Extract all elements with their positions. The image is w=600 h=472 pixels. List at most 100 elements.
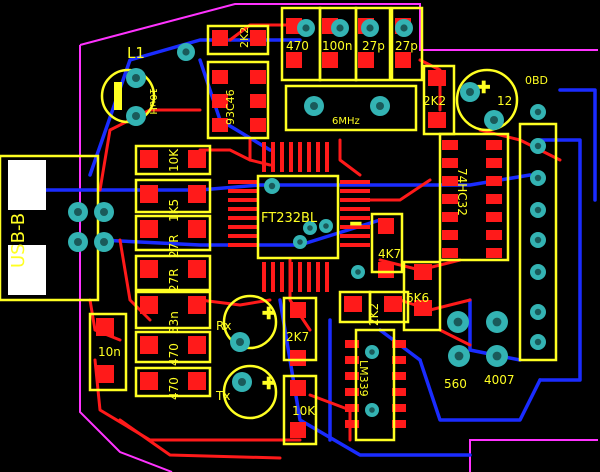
r2k2-mid-b-outline — [368, 290, 410, 324]
r4k7-outline — [370, 212, 404, 274]
via-drill — [310, 102, 318, 110]
smd-pad — [392, 420, 406, 428]
r10k-outline — [134, 144, 212, 176]
ic-pin — [262, 142, 266, 172]
smd-pad — [442, 230, 458, 240]
smd-pad — [395, 52, 411, 68]
usb-slot-bottom — [8, 160, 46, 210]
label-ft232: FT232BL — [261, 211, 318, 226]
smd-pad — [140, 372, 158, 390]
smd-pad — [428, 112, 446, 128]
smd-pad — [486, 158, 502, 168]
ic-pin — [307, 262, 311, 292]
via-drill — [323, 223, 329, 229]
ic-pin — [289, 262, 293, 292]
label-lm339: LM339 — [357, 360, 370, 397]
c27p-a-outline — [354, 6, 392, 82]
smd-pad — [212, 94, 228, 108]
smd-pad — [486, 230, 502, 240]
via-drill — [534, 236, 542, 244]
ic-pin — [340, 234, 370, 238]
smd-pad — [486, 176, 502, 186]
board-outline — [79, 3, 598, 472]
ic-pin — [228, 234, 258, 238]
smd-pad — [290, 350, 306, 366]
usb-slot-top — [8, 245, 46, 295]
label-l1: L1 — [127, 44, 145, 62]
smd-pad — [96, 365, 114, 383]
ft232-outline — [256, 174, 340, 260]
smd-pad — [392, 404, 406, 412]
label-r1k5: 1K5 — [167, 199, 181, 222]
label-crystal: 6MHz — [332, 116, 360, 127]
smd-pad — [428, 70, 446, 86]
label-c470: 470 — [286, 39, 309, 53]
ic-pin — [228, 225, 258, 229]
ic-pin — [298, 262, 302, 292]
smd-pad — [140, 260, 158, 278]
usb-connector-outline — [0, 154, 100, 302]
smd-pad — [140, 185, 158, 203]
smd-pad — [345, 420, 359, 428]
ic-pin — [280, 262, 284, 292]
plus-symbol: + — [262, 303, 275, 322]
smd-pad — [286, 52, 302, 68]
ic-pin — [340, 189, 370, 193]
r2k2-top-outline — [206, 24, 270, 56]
label-c10n: 10n — [98, 345, 121, 359]
ic-pin — [340, 225, 370, 229]
smd-pad — [212, 118, 228, 132]
r470-b-outline — [134, 366, 212, 398]
r27r-a-outline — [134, 214, 212, 252]
via-drill — [100, 238, 108, 246]
ic-pin — [340, 216, 370, 220]
via-drill — [400, 24, 408, 32]
silkscreen-text: L1 10uH 2K2 470 100n 27p 27p 93C46 6MHz … — [8, 27, 548, 418]
smd-pad — [290, 422, 306, 438]
smd-pad — [486, 212, 502, 222]
through-hole-pads — [68, 19, 546, 417]
label-r10k-b: 10K — [292, 404, 316, 418]
via-drill — [369, 407, 375, 413]
smd-pad — [345, 404, 359, 412]
smd-pad — [392, 356, 406, 364]
label-c27p-b: 27p — [395, 39, 418, 53]
smd-pad — [140, 336, 158, 354]
label-93c46: 93C46 — [224, 89, 237, 125]
93c46-outline — [206, 60, 270, 140]
smd-pad — [188, 220, 206, 238]
c10n-outline — [88, 312, 128, 392]
via-drill — [268, 182, 276, 190]
smd-pad — [188, 372, 206, 390]
label-r4k7: 4K7 — [378, 247, 401, 261]
via-drill — [366, 24, 374, 32]
smd-pad — [250, 70, 266, 84]
ft232-pins — [228, 142, 370, 292]
ic-pin — [262, 262, 266, 292]
ic-pin — [298, 142, 302, 172]
via-drill — [307, 225, 313, 231]
reg-12-outline — [455, 68, 519, 132]
label-usb: USB-B — [8, 213, 29, 268]
label-led-rx: Rx — [216, 319, 231, 333]
c27p-b-outline — [390, 6, 424, 82]
via-drill — [132, 112, 140, 120]
label-r6k6: 6K6 — [406, 291, 429, 305]
r6k6-outline — [402, 260, 442, 332]
smd-pad — [345, 340, 359, 348]
ic-pin — [340, 180, 370, 184]
via-drill — [534, 338, 542, 346]
l1-polarity-bar — [114, 82, 122, 110]
smd-pad — [250, 30, 266, 46]
74hc32-outline — [438, 132, 510, 262]
r2k7-outline — [282, 296, 318, 362]
smd-pad — [188, 336, 206, 354]
ic-pin — [316, 142, 320, 172]
via-drill — [534, 174, 542, 182]
ic-pin — [228, 189, 258, 193]
label-r2k2-mid: 2K2 — [367, 303, 381, 326]
smd-pad — [442, 176, 458, 186]
smd-pad — [358, 52, 374, 68]
label-r27r-b: 27R — [167, 268, 181, 292]
smd-pad — [392, 372, 406, 380]
